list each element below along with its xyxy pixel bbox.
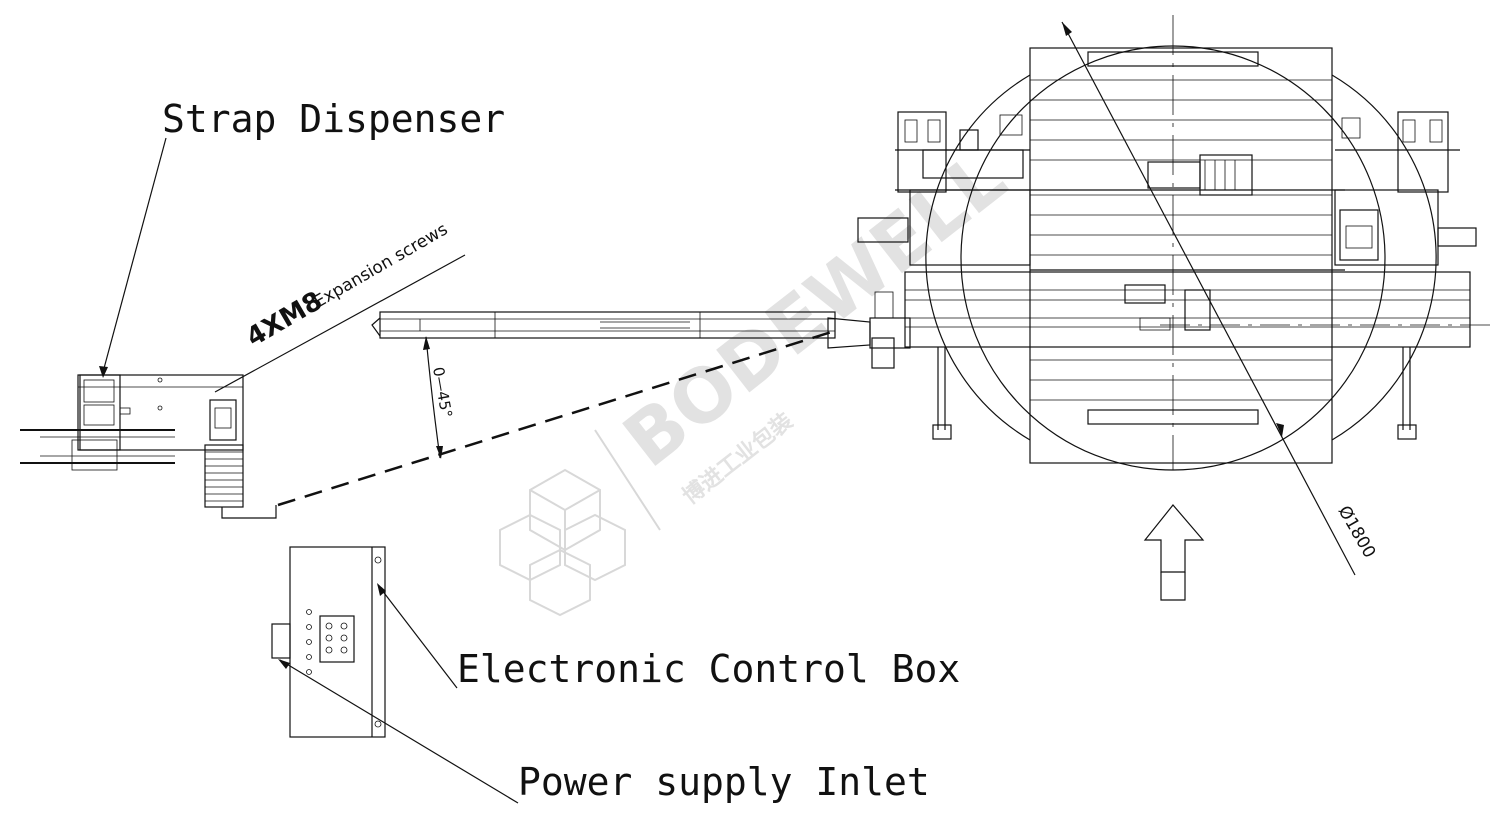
- watermark-cube-logo: [499, 468, 626, 617]
- label-diameter: Ø1800: [1334, 503, 1380, 562]
- strap-dispenser: [20, 374, 277, 519]
- watermark: BODEWELL 博进工业包装: [499, 135, 1022, 617]
- label-angle-range: 0—45°: [429, 366, 456, 419]
- diameter-line: [1061, 21, 1356, 576]
- leader-expansion-screws: [214, 254, 466, 393]
- leader-control-box: [377, 584, 458, 689]
- power-inlet-port: [271, 623, 291, 659]
- strap-spring: [204, 444, 244, 508]
- control-panel: [319, 615, 355, 663]
- label-screws-desc: Expansion screws: [311, 219, 452, 312]
- label-electronic-control-box: Electronic Control Box: [457, 647, 960, 691]
- watermark-brand: BODEWELL: [608, 135, 1022, 485]
- strap-arm: [371, 311, 836, 339]
- feed-direction-arrow: [1143, 504, 1205, 601]
- angle-dimension-arc: [425, 336, 441, 459]
- label-power-supply-inlet: Power supply Inlet: [518, 760, 930, 804]
- turntable: Ø1800: [925, 15, 1490, 576]
- label-strap-dispenser: Strap Dispenser: [162, 97, 505, 141]
- turntable-rollers: [1030, 79, 1332, 401]
- strap-swing-dashed-line: [277, 328, 839, 507]
- electronic-control-box: [271, 546, 386, 738]
- leader-power-inlet: [279, 659, 519, 804]
- leader-strap-dispenser: [102, 137, 167, 373]
